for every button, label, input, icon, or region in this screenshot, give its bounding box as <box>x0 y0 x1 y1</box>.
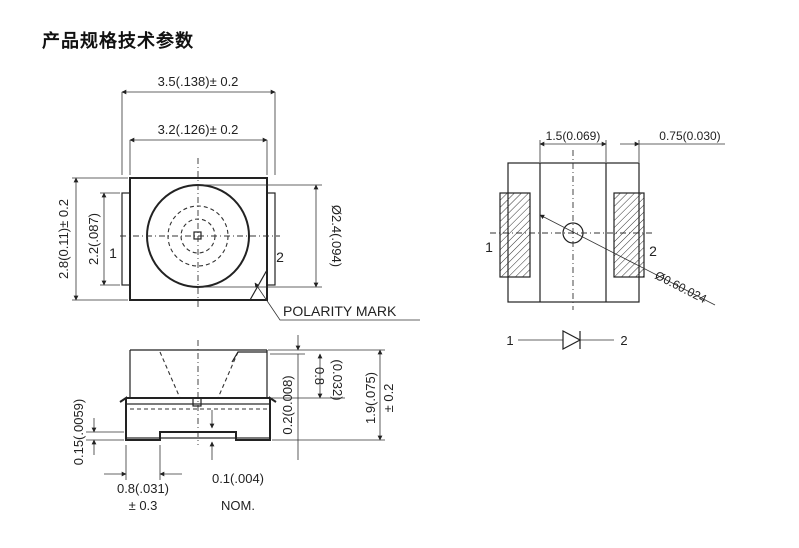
dim-terminal-thickness: 0.15(.0059) <box>71 399 86 466</box>
dim-lens-height-a: 0.8 <box>312 367 327 385</box>
terminal-right <box>266 192 276 286</box>
schematic-pin1-label: 1 <box>506 333 513 348</box>
dim-total-height-a: 1.9(.075) <box>363 372 378 424</box>
terminal-left <box>121 192 131 286</box>
bottom-pin2-label: 2 <box>649 243 657 259</box>
dim-lens-diameter: Ø2.4(.094) <box>329 205 344 267</box>
diode-symbol <box>562 330 582 350</box>
dim-lens-offset: 0.2(0.008) <box>280 375 295 434</box>
top-pin1-label: 1 <box>109 245 117 261</box>
page-title: 产品规格技术参数 <box>42 31 194 52</box>
dim-via-diameter: Ø0.60.024 <box>653 268 710 306</box>
polarity-chamfer <box>249 269 268 301</box>
dim-overall-height: 2.8(0.11)± 0.2 <box>56 199 71 279</box>
side-view: 0.2(0.008) 0.8 (0.032) 1.9(.075) ± 0.2 0… <box>71 335 396 513</box>
schematic-pin2-label: 2 <box>620 333 627 348</box>
dim-gap-b: NOM. <box>221 498 255 513</box>
dim-overall-width: 3.5(.138)± 0.2 <box>158 74 239 89</box>
bottom-pad-right <box>613 192 645 278</box>
dim-gap-a: 0.1(.004) <box>212 471 264 486</box>
dim-terminal-length-a: 0.8(.031) <box>117 481 169 496</box>
bottom-pin1-label: 1 <box>485 239 493 255</box>
polarity-mark-label: POLARITY MARK <box>283 303 397 319</box>
dim-lens-height-b: (0.032) <box>330 359 345 400</box>
dim-pad-height: 2.2(.087) <box>86 213 101 265</box>
dim-inner-width: 3.2(.126)± 0.2 <box>158 122 239 137</box>
dim-total-height-b: ± 0.2 <box>381 384 396 413</box>
dim-terminal-length-b: ± 0.3 <box>129 498 158 513</box>
dim-bottom-pad-width: 1.5(0.069) <box>546 129 601 143</box>
bottom-pad-left <box>499 192 531 278</box>
bottom-view: 1.5(0.069) 0.75(0.030) Ø0.60.024 1 2 <box>485 129 725 310</box>
top-pin2-label: 2 <box>276 249 284 265</box>
diode-schematic: 1 2 <box>506 330 628 350</box>
side-terminals <box>119 396 277 441</box>
chip <box>193 231 202 240</box>
dim-bottom-pad-inset: 0.75(0.030) <box>659 129 720 143</box>
top-view: 3.5(.138)± 0.2 3.2(.126)± 0.2 2.8(0.11)±… <box>56 74 420 321</box>
